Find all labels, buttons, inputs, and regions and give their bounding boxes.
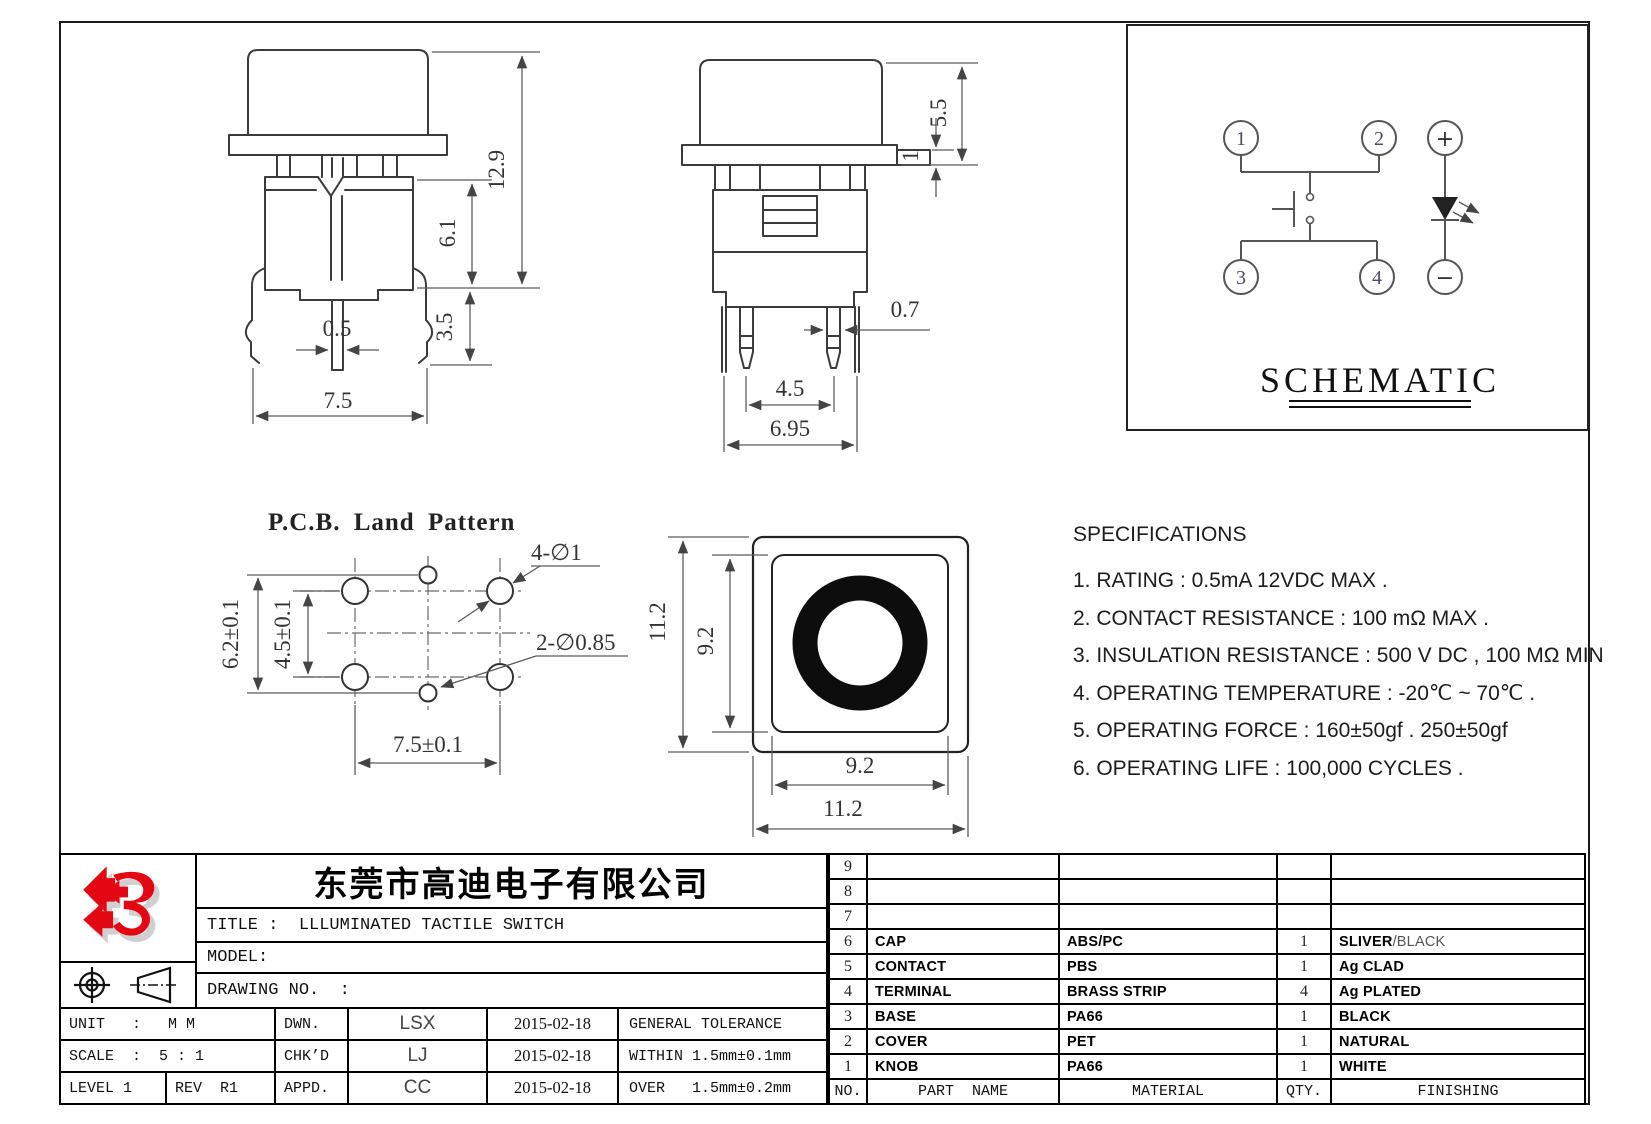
part-cell bbox=[868, 855, 1058, 878]
model-field: MODEL: bbox=[197, 943, 826, 972]
material-cell: PA66 bbox=[1060, 1005, 1276, 1028]
spec-operating-life: 6. OPERATING LIFE : 100,000 CYCLES . bbox=[1073, 756, 1464, 780]
spec-contact-resistance: 2. CONTACT RESISTANCE : 100 mΩ MAX . bbox=[1073, 606, 1489, 630]
finishing-cell: Ag PLATED bbox=[1332, 980, 1584, 1003]
approved-date: 2015-02-18 bbox=[488, 1073, 617, 1103]
unit-field: UNIT : M M bbox=[61, 1009, 274, 1039]
header-material: MATERIAL bbox=[1060, 1080, 1276, 1103]
qty-cell: 1 bbox=[1278, 1030, 1330, 1053]
qty-cell: 4 bbox=[1278, 980, 1330, 1003]
no-cell: 2 bbox=[830, 1030, 866, 1053]
finish-primary: SLIVER bbox=[1339, 933, 1393, 950]
qty-cell bbox=[1278, 905, 1330, 928]
crosshair-icon bbox=[74, 967, 110, 1003]
approved-by-name: CC bbox=[349, 1073, 486, 1103]
company-logo bbox=[61, 855, 195, 961]
material-cell: BRASS STRIP bbox=[1060, 980, 1276, 1003]
finishing-cell: NATURAL bbox=[1332, 1030, 1584, 1053]
part-cell: COVER bbox=[868, 1030, 1058, 1053]
projection-symbol-icons bbox=[74, 966, 178, 1004]
specifications-title: SPECIFICATIONS bbox=[1073, 523, 1247, 546]
header-no: NO. bbox=[830, 1080, 866, 1103]
no-cell: 4 bbox=[830, 980, 866, 1003]
projection-symbols bbox=[61, 963, 195, 1007]
tolerance-within-field: WITHIN 1.5mm±0.1mm bbox=[619, 1041, 826, 1071]
material-cell bbox=[1060, 880, 1276, 903]
approved-label: APPD. bbox=[276, 1073, 347, 1103]
finishing-cell bbox=[1332, 880, 1584, 903]
finishing-cell: Ag CLAD bbox=[1332, 955, 1584, 978]
material-cell: PA66 bbox=[1060, 1055, 1276, 1078]
part-cell: CAP bbox=[868, 930, 1058, 953]
qty-cell bbox=[1278, 855, 1330, 878]
spec-operating-force: 5. OPERATING FORCE : 160±50gf . 250±50gf bbox=[1073, 719, 1508, 742]
company-name: 东莞市高迪电子有限公司 bbox=[197, 855, 826, 907]
header-finishing: FINISHING bbox=[1332, 1080, 1584, 1103]
specifications-section: SPECIFICATIONS 1. RATING : 0.5mA 12VDC M… bbox=[1073, 522, 1604, 793]
qty-cell: 1 bbox=[1278, 1055, 1330, 1078]
part-cell bbox=[868, 880, 1058, 903]
finishing-cell bbox=[1332, 905, 1584, 928]
title-block: 东莞市高迪电子有限公司 TITLE : LLLUMINATED TACTILE … bbox=[59, 853, 828, 1105]
level-field: LEVEL 1 bbox=[61, 1073, 165, 1103]
finishing-cell bbox=[1332, 855, 1584, 878]
checked-date: 2015-02-18 bbox=[488, 1041, 617, 1071]
material-cell: PBS bbox=[1060, 955, 1276, 978]
no-cell: 5 bbox=[830, 955, 866, 978]
drawing-number-field: DRAWING NO. : bbox=[197, 974, 826, 1007]
drawn-label: DWN. bbox=[276, 1009, 347, 1039]
spec-insulation-resistance: 3. INSULATION RESISTANCE : 500 V DC , 10… bbox=[1073, 644, 1604, 667]
finishing-cell: BLACK bbox=[1332, 1005, 1584, 1028]
spec-operating-temperature: 4. OPERATING TEMPERATURE : -20℃ ~ 70℃ . bbox=[1073, 681, 1536, 705]
part-cell: TERMINAL bbox=[868, 980, 1058, 1003]
drawing-title: TITLE : LLLUMINATED TACTILE SWITCH bbox=[197, 909, 826, 941]
finishing-cell: SLIVER /BLACK bbox=[1332, 930, 1584, 953]
no-cell: 1 bbox=[830, 1055, 866, 1078]
no-cell: 3 bbox=[830, 1005, 866, 1028]
header-part-name: PART NAME bbox=[868, 1080, 1058, 1103]
material-cell bbox=[1060, 905, 1276, 928]
checked-label: CHK’D bbox=[276, 1041, 347, 1071]
qty-cell: 1 bbox=[1278, 930, 1330, 953]
material-cell: PET bbox=[1060, 1030, 1276, 1053]
part-cell: BASE bbox=[868, 1005, 1058, 1028]
finish-alternate: /BLACK bbox=[1392, 933, 1446, 950]
projection-cone-icon bbox=[130, 966, 178, 1004]
drawn-date: 2015-02-18 bbox=[488, 1009, 617, 1039]
material-cell: ABS/PC bbox=[1060, 930, 1276, 953]
header-qty: QTY. bbox=[1278, 1080, 1330, 1103]
part-cell bbox=[868, 905, 1058, 928]
part-cell: KNOB bbox=[868, 1055, 1058, 1078]
no-cell: 6 bbox=[830, 930, 866, 953]
no-cell: 9 bbox=[830, 855, 866, 878]
qty-cell: 1 bbox=[1278, 1005, 1330, 1028]
tolerance-over-field: OVER 1.5mm±0.2mm bbox=[619, 1073, 826, 1103]
qty-cell: 1 bbox=[1278, 955, 1330, 978]
spec-rating: 1. RATING : 0.5mA 12VDC MAX . bbox=[1073, 569, 1388, 592]
parts-table: 9 8 7 6 CAP ABS/PC 1 SLIVER /BLACK 5 CON… bbox=[828, 853, 1586, 1105]
qty-cell bbox=[1278, 880, 1330, 903]
part-cell: CONTACT bbox=[868, 955, 1058, 978]
general-tolerance-label: GENERAL TOLERANCE bbox=[619, 1009, 826, 1039]
scale-field: SCALE : 5 : 1 bbox=[61, 1041, 274, 1071]
checked-by-name: LJ bbox=[349, 1041, 486, 1071]
material-cell bbox=[1060, 855, 1276, 878]
revision-field: REV R1 bbox=[167, 1073, 274, 1103]
finishing-cell: WHITE bbox=[1332, 1055, 1584, 1078]
drawn-by-name: LSX bbox=[349, 1009, 486, 1039]
no-cell: 7 bbox=[830, 905, 866, 928]
logo-icon bbox=[83, 866, 160, 944]
no-cell: 8 bbox=[830, 880, 866, 903]
